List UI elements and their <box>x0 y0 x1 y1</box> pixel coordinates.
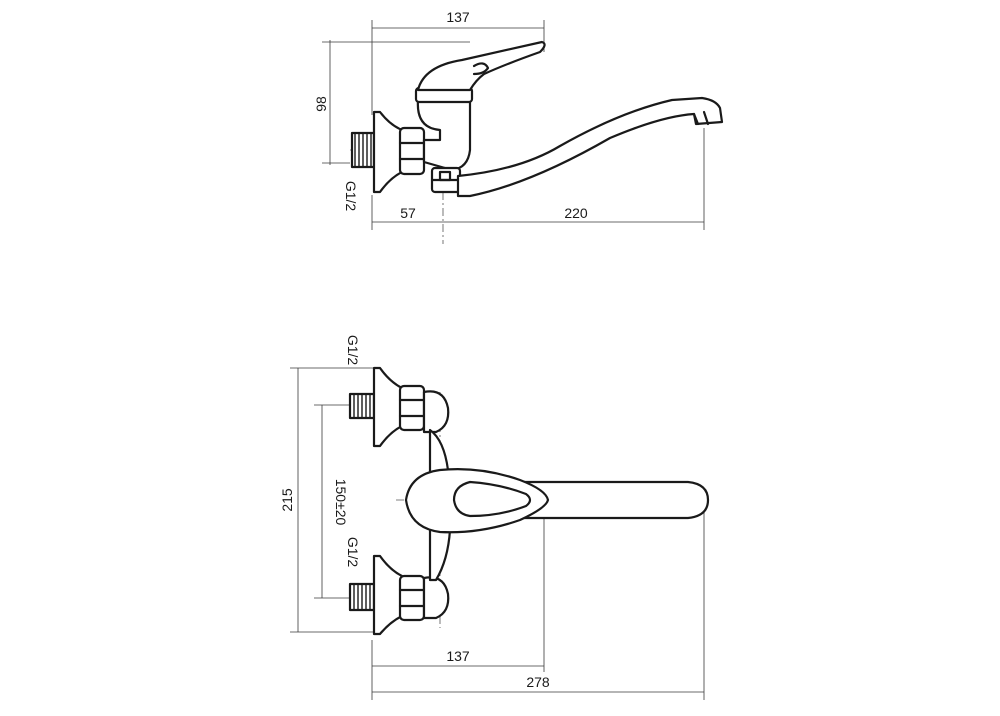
side-hex-nut <box>398 126 426 176</box>
front-lever-window <box>452 480 532 518</box>
front-dim-g12-upper: G1/2 <box>345 335 361 366</box>
front-lower-hex-nut <box>398 574 426 622</box>
front-upper-elbow <box>422 390 450 434</box>
side-dim-98: 98 <box>313 96 329 112</box>
side-dim-57: 57 <box>400 205 416 221</box>
front-dim-150-20: 150±20 <box>333 479 349 526</box>
front-lower-thread <box>348 582 376 612</box>
side-dim-220: 220 <box>564 205 588 221</box>
front-lower-elbow <box>422 576 450 620</box>
front-view: G1/2 G1/2 215 150±20 137 278 <box>279 335 710 700</box>
side-escutcheon <box>372 110 404 194</box>
front-dim-137: 137 <box>446 648 470 664</box>
front-dim-278: 278 <box>526 674 550 690</box>
side-body <box>416 98 472 172</box>
side-thread-connector <box>350 131 376 169</box>
front-dim-215: 215 <box>279 488 295 512</box>
side-lever-detail <box>472 62 490 76</box>
front-upper-thread <box>348 392 376 420</box>
side-lever-handle <box>416 40 546 92</box>
front-lower-escutcheon <box>372 554 404 636</box>
side-dim-g12: G1/2 <box>343 181 359 212</box>
front-upper-escutcheon <box>372 366 404 448</box>
front-dim-g12-lower: G1/2 <box>345 537 361 568</box>
front-upper-hex-nut <box>398 384 426 432</box>
side-spout <box>456 96 724 198</box>
side-view: 137 98 G1/2 57 220 <box>313 9 724 244</box>
side-aerator <box>692 110 710 126</box>
front-spout <box>518 480 710 520</box>
side-dim-137: 137 <box>446 9 470 25</box>
